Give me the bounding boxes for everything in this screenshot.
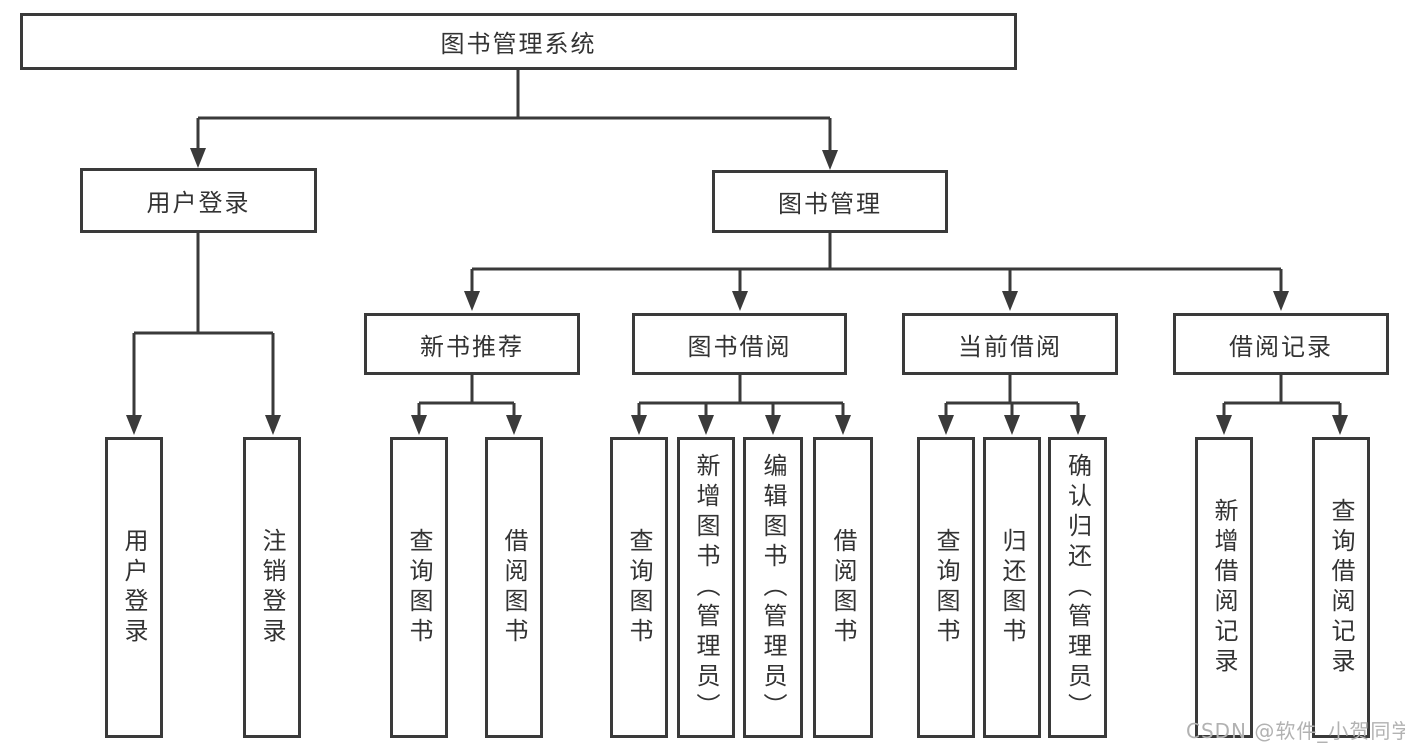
- leaf-logout: 注销登录: [243, 437, 301, 738]
- node-user-login: 用户登录: [80, 168, 317, 233]
- leaf-query-books-3-label: 查询图书: [932, 527, 960, 648]
- leaf-user-login-label: 用户登录: [120, 527, 148, 648]
- node-book-management: 图书管理: [712, 170, 948, 233]
- node-library-management-system: 图书管理系统: [20, 13, 1017, 70]
- leaf-confirm-return-admin: 确认归还（管理员）: [1048, 437, 1107, 738]
- leaf-borrow-books-2: 借阅图书: [813, 437, 873, 738]
- leaf-borrow-books-1: 借阅图书: [485, 437, 543, 738]
- leaf-add-book-admin: 新增图书（管理员）: [677, 437, 735, 738]
- leaf-add-borrow-record-label: 新增借阅记录: [1210, 497, 1238, 678]
- leaf-borrow-books-2-label: 借阅图书: [829, 527, 857, 648]
- leaf-query-borrow-record: 查询借阅记录: [1312, 437, 1370, 738]
- leaf-logout-label: 注销登录: [258, 527, 286, 648]
- leaf-confirm-return-admin-label: 确认归还（管理员）: [1063, 452, 1092, 723]
- leaf-query-books-1-label: 查询图书: [405, 527, 433, 648]
- csdn-watermark: CSDN @软件_小贺同学: [1186, 719, 1405, 743]
- leaf-query-books-3: 查询图书: [917, 437, 975, 738]
- leaf-edit-book-admin-label: 编辑图书（管理员）: [759, 452, 787, 723]
- node-book-borrow: 图书借阅: [632, 313, 847, 375]
- leaf-edit-book-admin: 编辑图书（管理员）: [743, 437, 803, 738]
- leaf-return-books: 归还图书: [983, 437, 1041, 738]
- node-borrow-records: 借阅记录: [1173, 313, 1389, 375]
- leaf-add-book-admin-label: 新增图书（管理员）: [692, 452, 720, 723]
- leaf-query-books-2: 查询图书: [610, 437, 668, 738]
- leaf-query-books-1: 查询图书: [390, 437, 448, 738]
- node-new-book-recommend: 新书推荐: [364, 313, 580, 375]
- leaf-query-books-2-label: 查询图书: [625, 527, 653, 648]
- leaf-return-books-label: 归还图书: [998, 527, 1026, 648]
- node-current-borrow: 当前借阅: [902, 313, 1118, 375]
- leaf-query-borrow-record-label: 查询借阅记录: [1327, 497, 1355, 678]
- leaf-user-login: 用户登录: [105, 437, 163, 738]
- leaf-borrow-books-1-label: 借阅图书: [500, 527, 528, 648]
- leaf-add-borrow-record: 新增借阅记录: [1195, 437, 1253, 738]
